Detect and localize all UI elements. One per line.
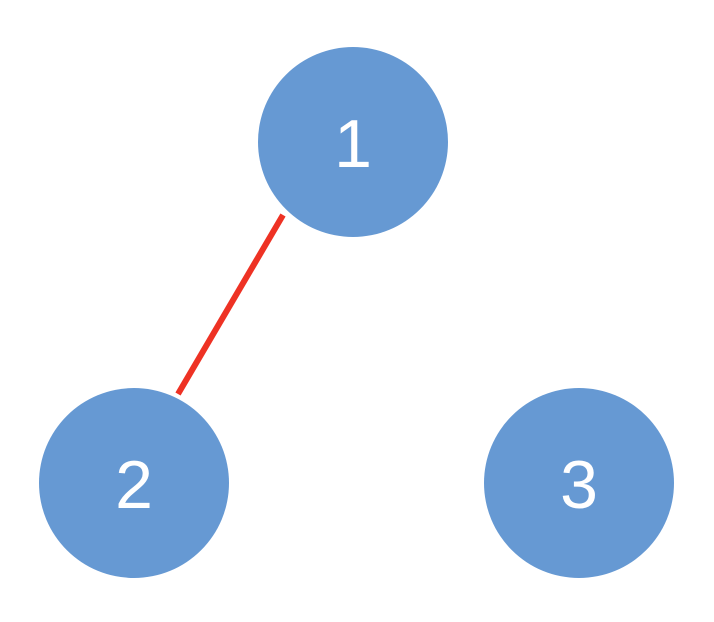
edge-node1-node2[interactable]: [175, 213, 286, 396]
node-circle-2[interactable]: [39, 388, 229, 578]
graph-node-2[interactable]: 2: [39, 388, 229, 578]
graph-node-3[interactable]: 3: [484, 388, 674, 578]
node-circle-3[interactable]: [484, 388, 674, 578]
node-circle-1[interactable]: [258, 47, 448, 237]
graph-node-1[interactable]: 1: [258, 47, 448, 237]
edges-layer: [175, 213, 286, 396]
